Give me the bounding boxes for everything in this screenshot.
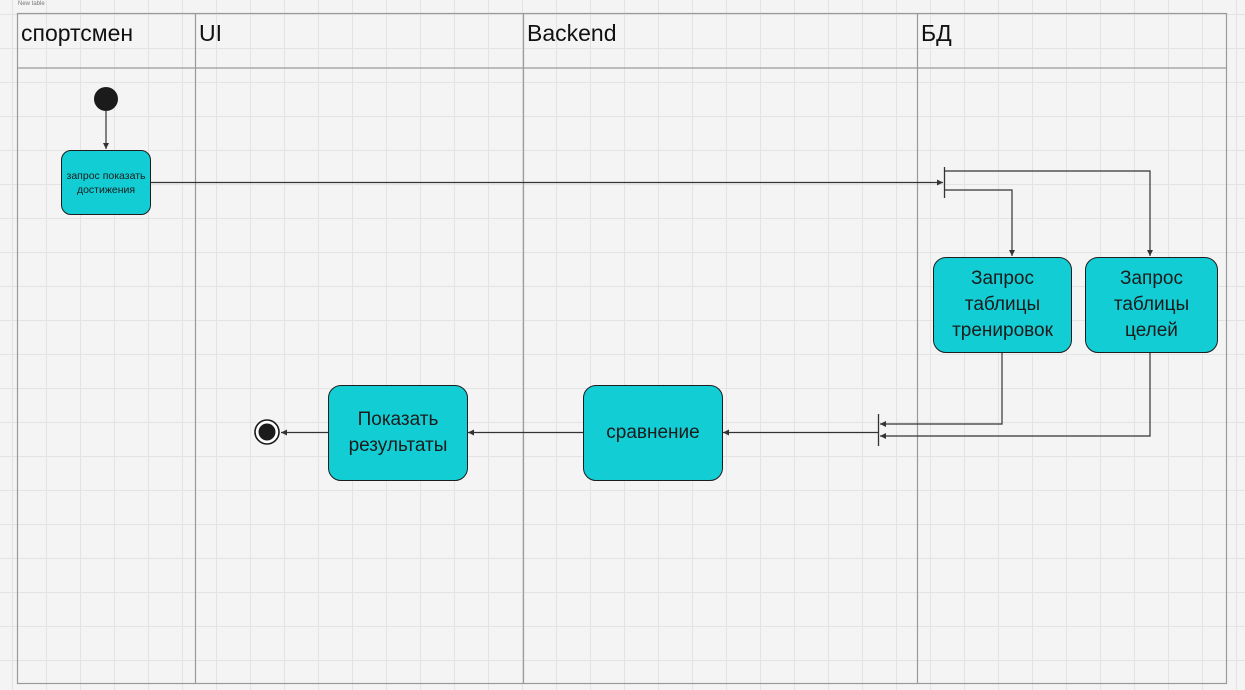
activity-request-achievements-label: запрос показать достижения <box>66 169 146 196</box>
lane-header-athlete: спортсмен <box>21 20 134 46</box>
arrow-fork-to-goals <box>945 170 1153 256</box>
lane-header-ui: UI <box>199 20 222 46</box>
start-node <box>94 87 118 111</box>
activity-comparison-label: сравнение <box>606 422 700 443</box>
activity-show-results-label: Показать результаты <box>348 409 448 456</box>
swimlane-frame <box>16 12 1228 685</box>
activity-show-results[interactable]: Показать результаты <box>328 385 468 481</box>
activity-request-achievements[interactable]: запрос показать достижения <box>61 150 151 215</box>
arrow-trainings-to-join <box>880 353 1003 427</box>
arrow-goals-to-join <box>880 353 1151 439</box>
lane-header-backend: Backend <box>527 20 617 46</box>
board-caption: New table <box>18 1 45 7</box>
lane-header-db: БД <box>921 20 952 46</box>
activity-query-goals-table-label: Запрос таблицы целей <box>1113 268 1190 341</box>
arrow-fork-to-trainings <box>945 189 1015 256</box>
end-node-inner-dot <box>258 423 276 441</box>
activity-query-trainings-table-label: Запрос таблицы тренировок <box>952 268 1053 341</box>
activity-query-goals-table[interactable]: Запрос таблицы целей <box>1085 257 1218 353</box>
activity-query-trainings-table[interactable]: Запрос таблицы тренировок <box>933 257 1072 353</box>
activity-comparison[interactable]: сравнение <box>583 385 723 481</box>
